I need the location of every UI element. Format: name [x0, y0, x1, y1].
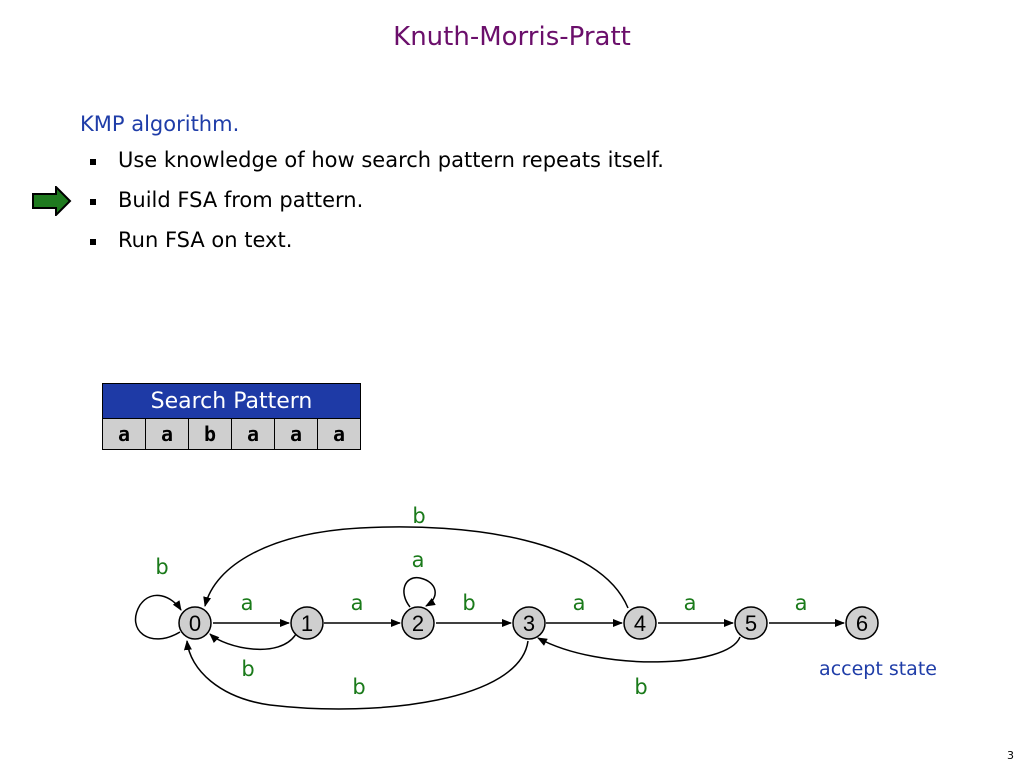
bullet-item: Build FSA from pattern. [90, 188, 364, 212]
pattern-char: a [145, 418, 189, 450]
pattern-char: a [102, 418, 146, 450]
bullet-text: Use knowledge of how search pattern repe… [118, 148, 664, 172]
state-node-0 [178, 606, 212, 640]
edge-label-2-3: b [462, 591, 475, 615]
state-label-1: 1 [301, 611, 313, 636]
page-number: 3 [1007, 749, 1014, 762]
back-edge-1-0 [209, 633, 297, 651]
slide-title: Knuth-Morris-Pratt [393, 22, 631, 52]
back-edge-label-3-0: b [352, 675, 365, 699]
state-node-6 [845, 606, 879, 640]
edge-label-0-1: a [241, 591, 254, 615]
state-node-2 [401, 606, 435, 640]
bullet-item: Run FSA on text. [90, 228, 293, 252]
bullet-square-icon [90, 239, 96, 245]
state-node-1 [290, 606, 324, 640]
back-edge-label-1-0: b [241, 657, 254, 681]
bullet-item: Use knowledge of how search pattern repe… [90, 148, 664, 172]
bullet-square-icon [90, 159, 96, 165]
back-edge-5-3 [537, 636, 741, 663]
back-edge-label-4-0: b [412, 504, 425, 528]
state-node-5 [734, 606, 768, 640]
state-label-6: 6 [856, 611, 868, 636]
bullet-text: Run FSA on text. [118, 228, 293, 252]
back-edge-label-5-3: b [634, 675, 647, 699]
state-label-0: 0 [189, 611, 201, 636]
edge-label-3-4: a [573, 591, 586, 615]
edge-label-5-6: a [795, 591, 808, 615]
state-label-2: 2 [412, 611, 424, 636]
state-label-4: 4 [634, 611, 646, 636]
state-label-5: 5 [745, 611, 757, 636]
self-loop-label-2: a [412, 548, 425, 572]
self-loop-label-0: b [155, 555, 168, 579]
edge-label-4-5: a [684, 591, 697, 615]
pattern-char: a [317, 418, 361, 450]
state-node-4 [623, 606, 657, 640]
pattern-char: a [274, 418, 318, 450]
state-node-3 [512, 606, 546, 640]
pattern-char: a [231, 418, 275, 450]
current-item-arrow-icon [32, 186, 72, 216]
bullet-square-icon [90, 199, 96, 205]
self-loop-0 [134, 594, 182, 640]
bullet-text: Build FSA from pattern. [118, 188, 364, 212]
self-loop-2 [403, 577, 436, 608]
back-edge-3-0 [183, 640, 529, 710]
section-heading: KMP algorithm. [80, 112, 240, 136]
edge-label-1-2: a [351, 591, 364, 615]
accept-state-label: accept state [819, 658, 937, 680]
search-pattern-table: Search Pattern a a b a a a [102, 383, 361, 450]
search-pattern-header: Search Pattern [102, 383, 361, 419]
state-label-3: 3 [523, 611, 535, 636]
back-edge-4-0 [203, 526, 629, 609]
